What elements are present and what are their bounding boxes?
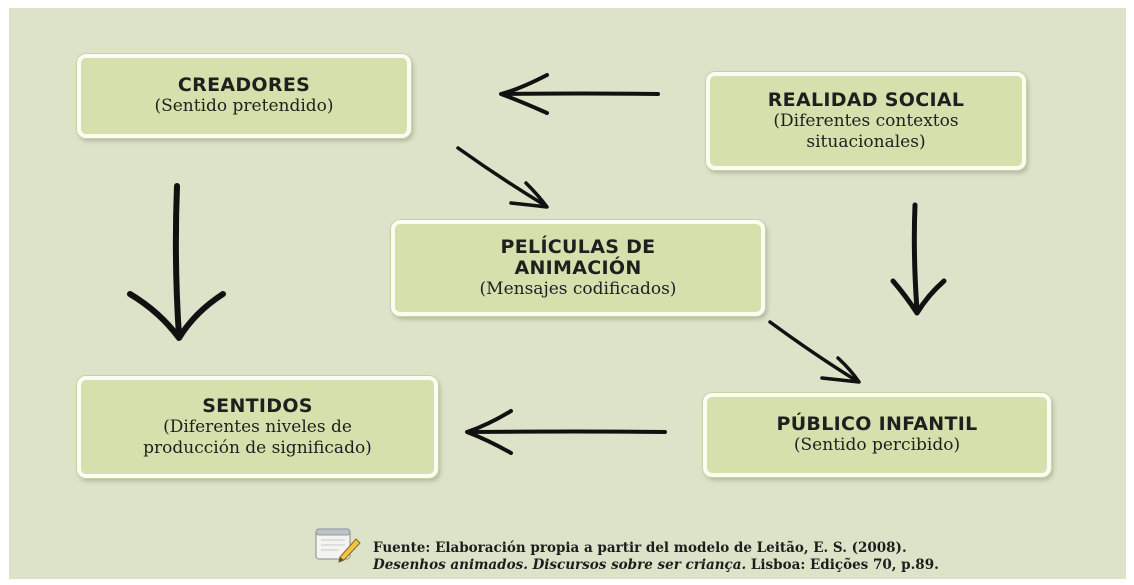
source-publisher: Lisboa: Edições 70, p.89. [746, 557, 939, 573]
node-subtitle-line-1: (Diferentes niveles de [163, 416, 352, 437]
node-creadores: CREADORES (Sentido pretendido) [77, 54, 411, 138]
node-subtitle: (Sentido pretendido) [154, 96, 334, 116]
node-title-line-2: ANIMACIÓN [514, 256, 642, 279]
source-citation: Fuente: Elaboración propia a partir del … [373, 540, 939, 574]
node-subtitle-line-2: situacionales) [806, 131, 926, 152]
source-line-2: Desenhos animados. Discursos sobre ser c… [373, 557, 939, 574]
node-title-line-1: PELÍCULAS DE [500, 235, 656, 258]
arrow-realidad-to-publico [890, 202, 947, 316]
node-title: PÚBLICO INFANTIL [776, 413, 978, 435]
source-line-1: Fuente: Elaboración propia a partir del … [373, 540, 907, 556]
node-peliculas-animacion: PELÍCULAS DE ANIMACIÓN (Mensajes codific… [391, 220, 765, 316]
node-title: SENTIDOS [202, 394, 313, 417]
node-title: REALIDAD SOCIAL [767, 88, 965, 111]
node-publico-infantil: PÚBLICO INFANTIL (Sentido percibido) [703, 393, 1051, 477]
arrow-creadores-to-sentidos [127, 183, 226, 341]
node-realidad-social: REALIDAD SOCIAL (Diferentes contextos si… [706, 72, 1026, 170]
notepad-pencil-icon [315, 528, 361, 563]
node-subtitle-line-1: (Diferentes contextos [773, 110, 959, 131]
arrow-publico-to-sentidos [465, 409, 667, 455]
node-subtitle: (Mensajes codificados) [479, 278, 677, 299]
source-book-title: Desenhos animados. Discursos sobre ser c… [373, 557, 747, 573]
arrow-peliculas-to-publico [768, 320, 861, 384]
node-sentidos: SENTIDOS (Diferentes niveles de producci… [77, 376, 438, 478]
node-subtitle: (Sentido percibido) [793, 435, 961, 455]
arrow-realidad-to-creadores [499, 73, 660, 115]
arrow-creadores-to-peliculas [456, 146, 549, 209]
node-subtitle-line-2: producción de significado) [143, 437, 372, 458]
node-title: CREADORES [177, 74, 311, 96]
